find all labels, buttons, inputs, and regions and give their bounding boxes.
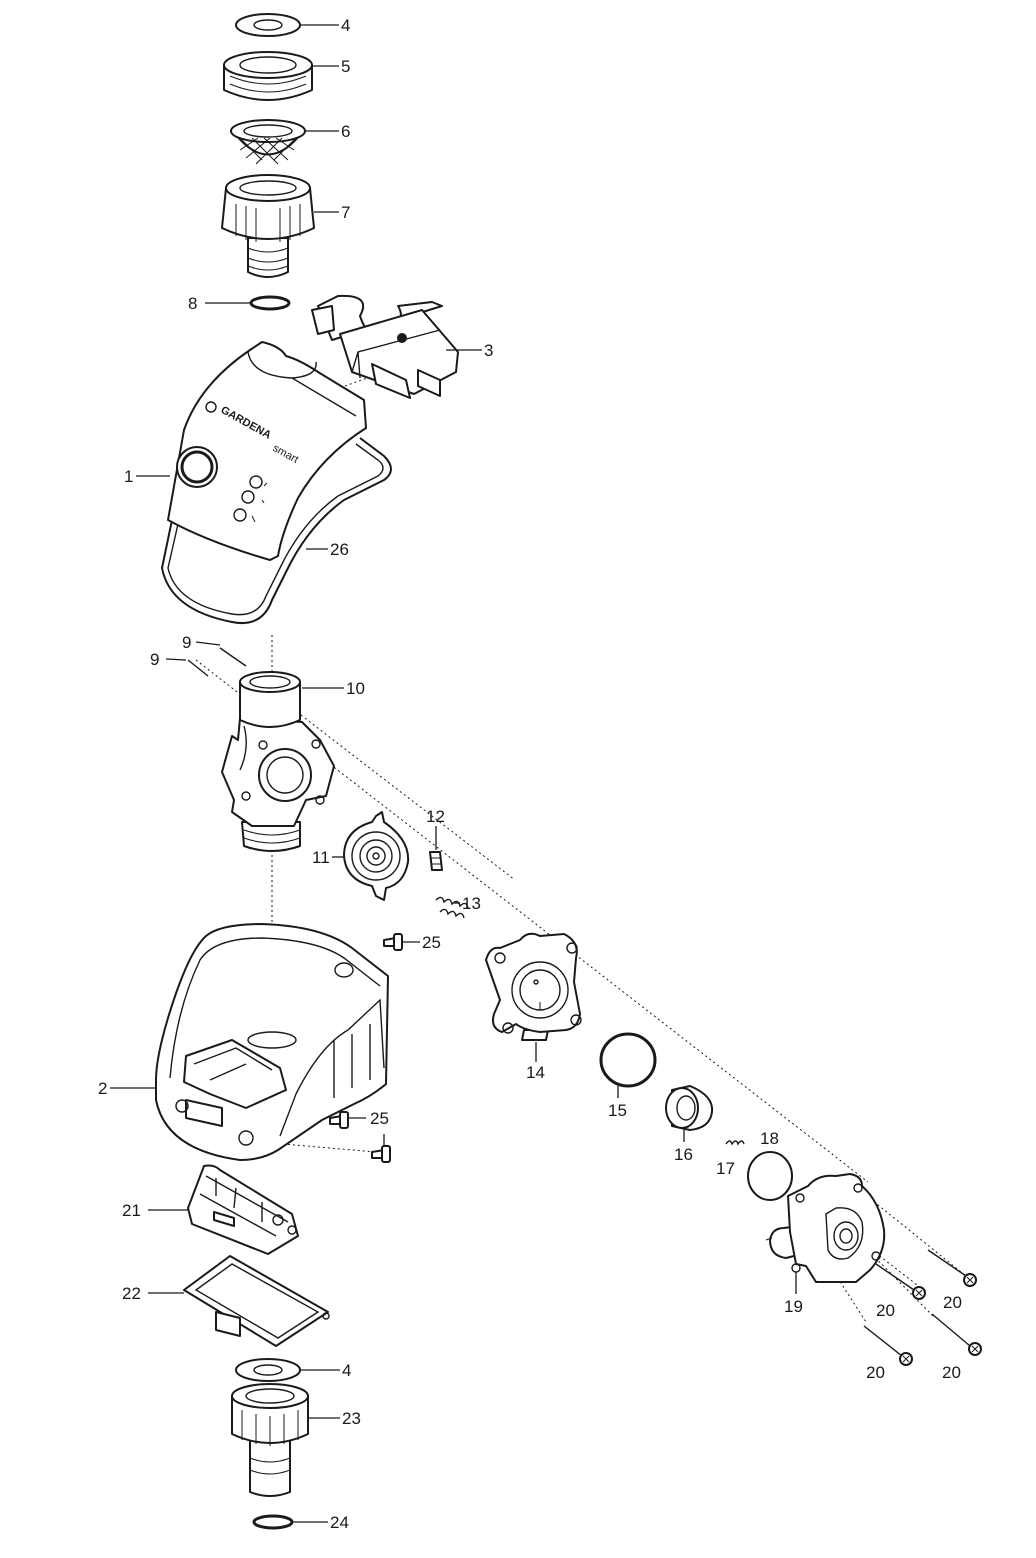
part-4-washer <box>235 13 301 37</box>
callout-2: 2 <box>98 1079 107 1098</box>
part-5-threaded-adapter <box>223 51 313 101</box>
callout-6: 6 <box>341 122 350 141</box>
part-13-spring <box>435 896 469 919</box>
callout-16: 16 <box>674 1145 693 1164</box>
part-20-long-screws <box>863 1249 982 1366</box>
part-3-mounting-bracket <box>311 294 459 399</box>
part-16-bushing <box>665 1085 714 1131</box>
callout-24: 24 <box>330 1513 349 1532</box>
callout-11: 11 <box>312 848 330 867</box>
part-18-disc <box>747 1151 793 1201</box>
leader-lines <box>110 24 797 1523</box>
part-24-o-ring-bottom <box>252 1514 294 1530</box>
callout-4-bottom: 4 <box>342 1361 351 1380</box>
callout-10: 10 <box>346 679 365 698</box>
callout-8: 8 <box>188 294 197 313</box>
callout-23: 23 <box>342 1409 361 1428</box>
callout-labels: 4 5 6 7 8 3 1 26 9 9 10 12 11 13 25 14 2… <box>98 16 962 1532</box>
part-4-washer-bottom <box>235 1358 301 1382</box>
callout-9-upper: 9 <box>182 633 191 652</box>
part-11-diaphragm <box>343 811 410 901</box>
callout-18: 18 <box>760 1129 779 1148</box>
part-9-pins <box>187 647 247 677</box>
callout-20-d: 20 <box>942 1363 961 1382</box>
callout-21: 21 <box>122 1201 141 1220</box>
callout-19: 19 <box>784 1297 803 1316</box>
callout-1: 1 <box>124 467 133 486</box>
callout-26: 26 <box>330 540 349 559</box>
callout-14: 14 <box>526 1063 545 1082</box>
part-1-top-cover: GARDENA smart <box>167 341 367 561</box>
callout-4-top: 4 <box>341 16 350 35</box>
part-12-pin <box>429 851 443 871</box>
callout-20-b: 20 <box>876 1301 895 1320</box>
callout-13: 13 <box>462 894 481 913</box>
callout-20-a: 20 <box>943 1293 962 1312</box>
part-7-tap-connector <box>221 174 315 278</box>
callout-9-lower: 9 <box>150 650 159 669</box>
callout-7: 7 <box>341 203 350 222</box>
part-19-solenoid-housing <box>765 1173 886 1283</box>
part-21-battery-holder <box>187 1164 299 1255</box>
part-6-filter-strainer <box>230 119 306 165</box>
part-17-spring <box>725 1140 745 1146</box>
part-22-battery-lid <box>183 1255 330 1347</box>
callout-22: 22 <box>122 1284 141 1303</box>
part-8-o-ring <box>249 295 291 311</box>
part-10-valve-body <box>221 671 335 852</box>
callout-17: 17 <box>716 1159 735 1178</box>
part-23-tap-adapter <box>231 1383 309 1497</box>
callout-3: 3 <box>484 341 493 360</box>
callout-25-top: 25 <box>422 933 441 952</box>
callout-12: 12 <box>426 807 445 826</box>
part-14-valve-cap <box>485 932 582 1041</box>
callout-20-c: 20 <box>866 1363 885 1382</box>
callout-25-bottom: 25 <box>370 1109 389 1128</box>
part-15-o-ring <box>599 1032 657 1088</box>
part-2-housing <box>155 923 389 1161</box>
callout-15: 15 <box>608 1101 627 1120</box>
callout-5: 5 <box>341 57 350 76</box>
part-25-screws <box>329 933 403 1163</box>
